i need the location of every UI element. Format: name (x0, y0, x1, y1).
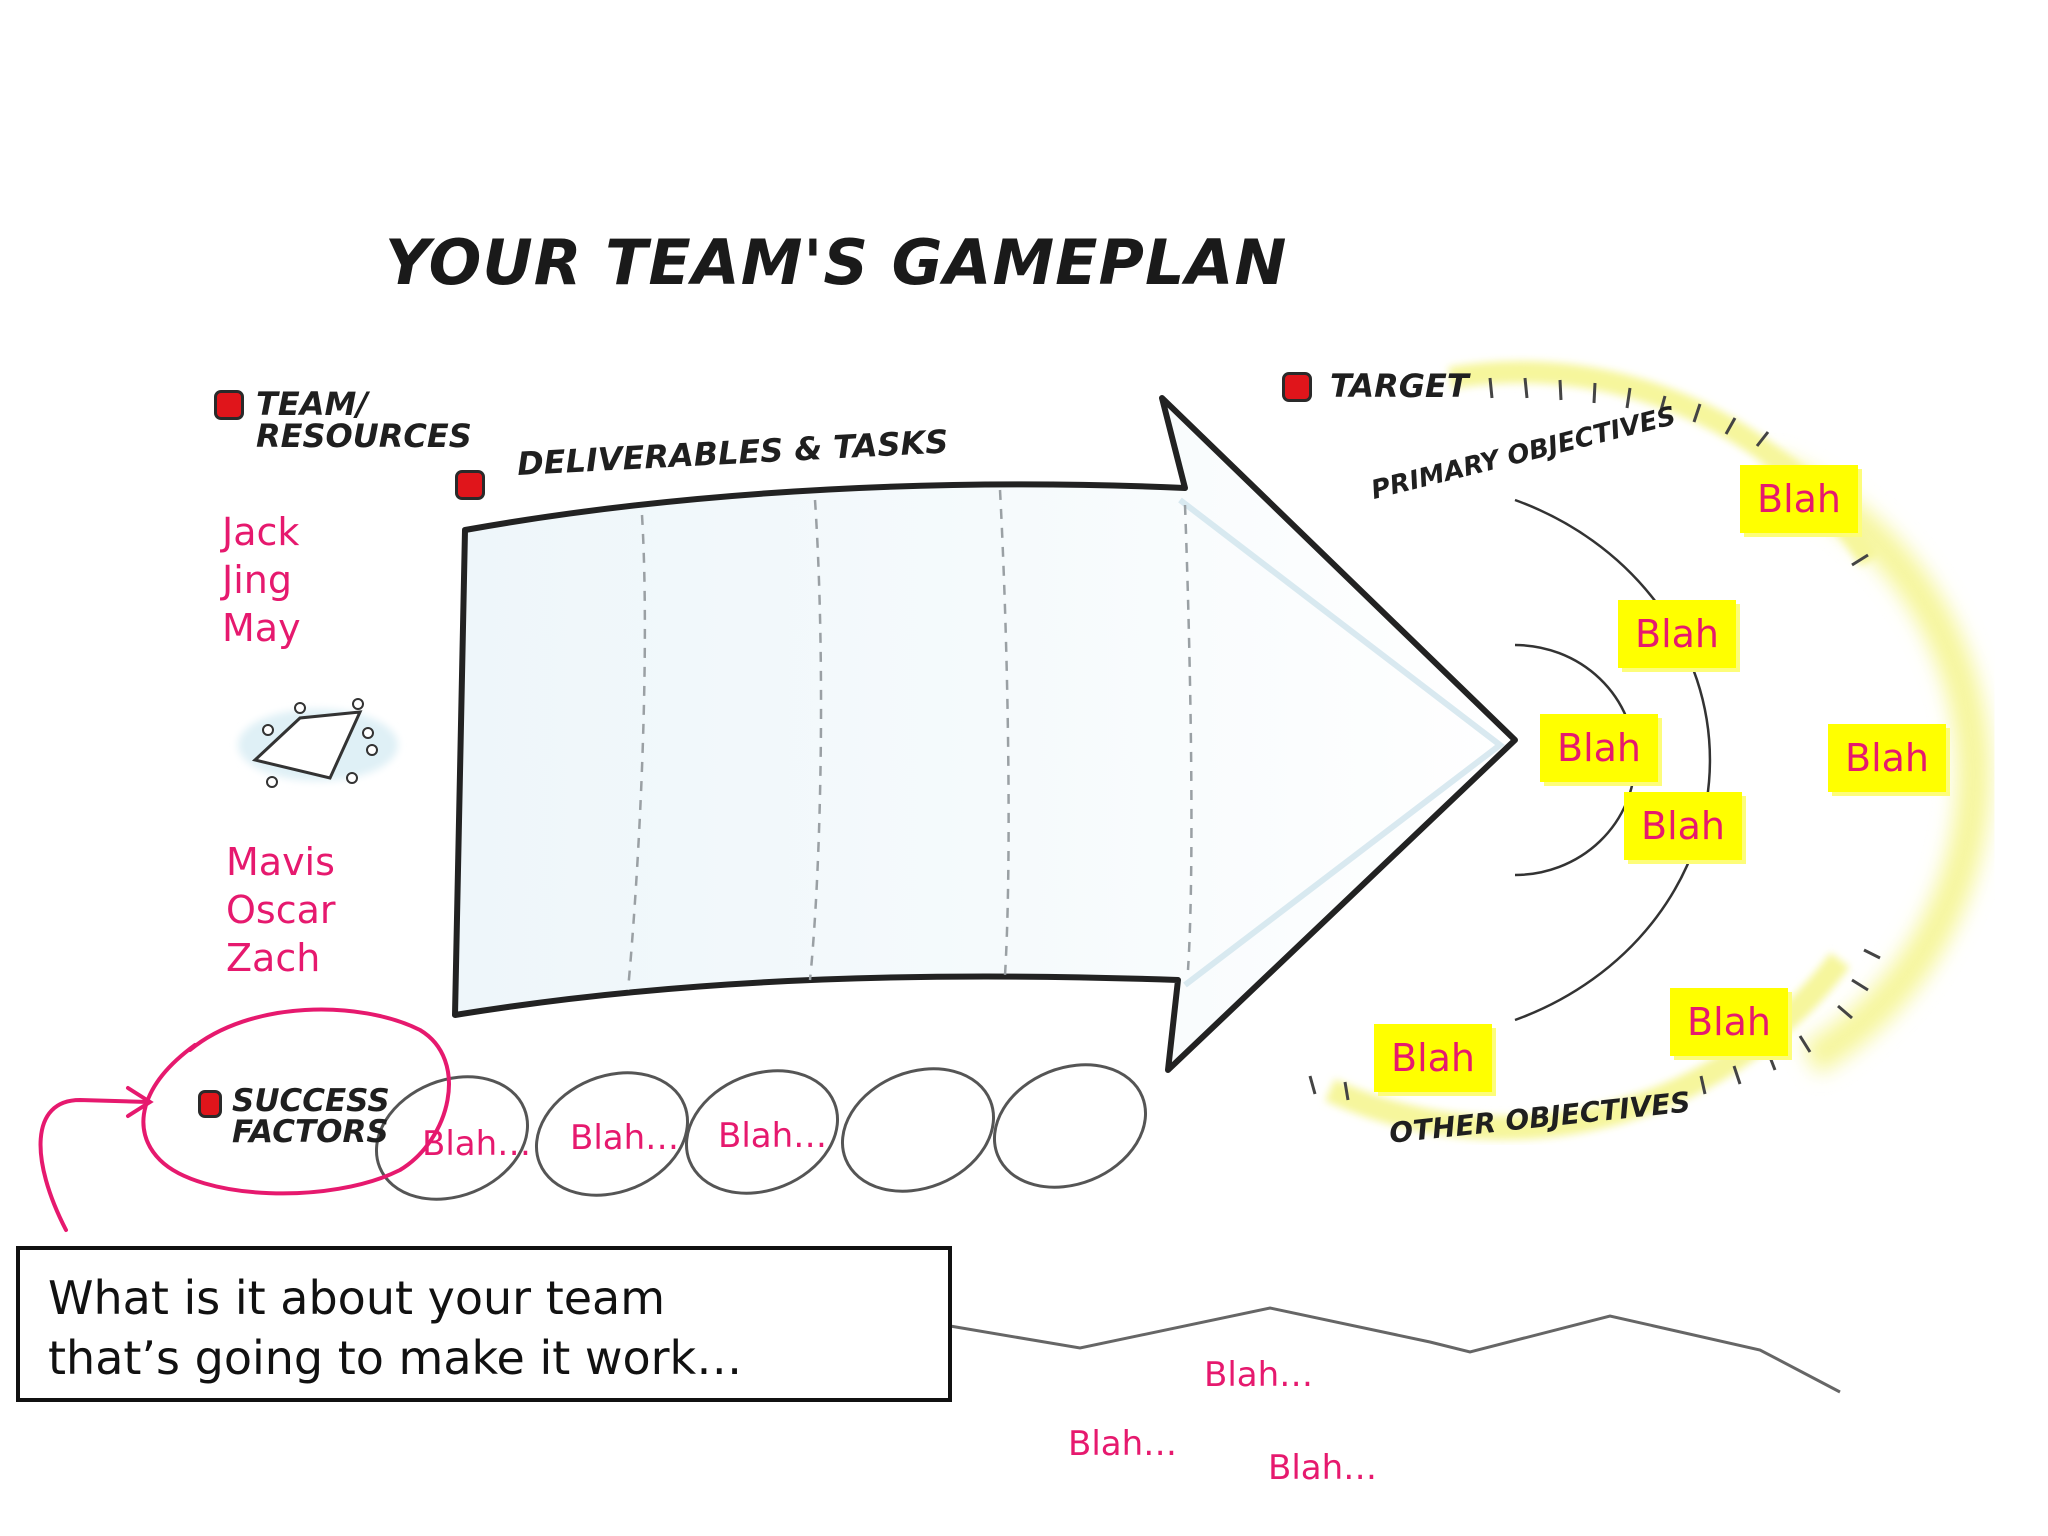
callout-box: What is it about your team that’s going … (16, 1246, 952, 1402)
team-resources-line1: TEAM/ (256, 385, 368, 423)
callout-line1: What is it about your team (48, 1271, 666, 1325)
sticky-note[interactable]: Blah (1740, 465, 1858, 533)
team-resources-label: TEAM/ RESOURCES (256, 388, 472, 452)
success-highlight-annotation (38, 1007, 451, 1232)
target-marker (1282, 372, 1312, 402)
bottom-note: Blah… (1204, 1355, 1314, 1395)
sticky-note[interactable]: Blah (1828, 724, 1946, 792)
team-list-group1: Jack Jing May (222, 508, 301, 652)
callout-line2: that’s going to make it work… (48, 1331, 743, 1385)
mountain-line (949, 1306, 1841, 1394)
deliverables-marker (455, 470, 485, 500)
team-member: Zach (226, 936, 321, 980)
team-resources-line2: RESOURCES (256, 417, 472, 455)
team-member: Mavis (226, 840, 335, 884)
team-member: Oscar (226, 888, 336, 932)
bottom-note: Blah… (1068, 1424, 1178, 1464)
success-factor-ellipses (374, 1063, 1148, 1201)
success-factor-note: Blah… (718, 1116, 828, 1156)
deliverables-arrow (452, 395, 1518, 1073)
team-member: May (222, 606, 301, 650)
team-member: Jack (222, 510, 300, 554)
success-factors-line2: FACTORS (232, 1114, 389, 1150)
target-label: TARGET (1330, 367, 1469, 405)
sticky-note[interactable]: Blah (1374, 1024, 1492, 1092)
success-factor-note: Blah… (422, 1124, 532, 1164)
success-factors-line1: SUCCESS (232, 1083, 390, 1119)
team-resources-marker (214, 390, 244, 420)
team-list-group2: Mavis Oscar Zach (226, 838, 336, 982)
success-factors-marker (198, 1090, 222, 1118)
success-factor-note: Blah… (570, 1118, 680, 1158)
success-factors-label: SUCCESS FACTORS (232, 1086, 390, 1148)
sticky-note[interactable]: Blah (1624, 792, 1742, 860)
sticky-note[interactable]: Blah (1670, 988, 1788, 1056)
sticky-note[interactable]: Blah (1618, 600, 1736, 668)
page-title: YOUR TEAM'S GAMEPLAN (385, 226, 1288, 299)
bottom-note: Blah… (1268, 1448, 1378, 1488)
team-table-icon (238, 698, 398, 788)
team-member: Jing (222, 558, 292, 602)
sticky-note[interactable]: Blah (1540, 714, 1658, 782)
